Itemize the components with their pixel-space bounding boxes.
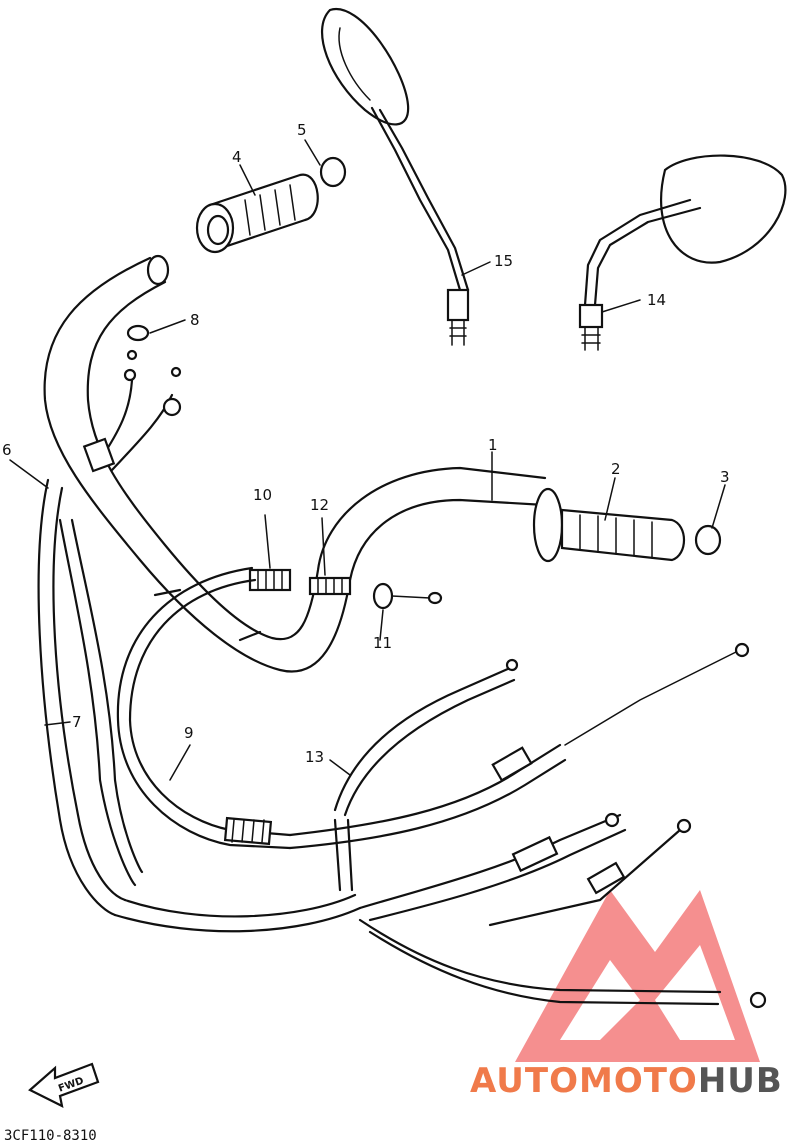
watermark-part-auto: AUTO bbox=[470, 1061, 579, 1101]
right-bar-end bbox=[694, 524, 722, 556]
cable-bundle-right bbox=[288, 642, 767, 1009]
callout-11: 11 bbox=[373, 634, 392, 652]
watermark-text: AUTOMOTOHUB bbox=[470, 1061, 783, 1101]
left-cable-ends bbox=[82, 366, 182, 473]
left-bar-end bbox=[319, 156, 347, 188]
diagram-code: 3CF110-8310 bbox=[4, 1128, 97, 1144]
callout-9: 9 bbox=[184, 724, 194, 742]
watermark-part-moto: MOTO bbox=[579, 1061, 698, 1101]
callout-10: 10 bbox=[253, 486, 272, 504]
callout-12: 12 bbox=[310, 496, 329, 514]
cable-bundle-left bbox=[37, 478, 362, 933]
left-grip bbox=[195, 173, 319, 254]
throttle-cable-9 bbox=[116, 566, 292, 850]
callout-5: 5 bbox=[297, 121, 307, 139]
left-mirror bbox=[321, 7, 470, 346]
callout-14: 14 bbox=[647, 291, 666, 309]
handlebar bbox=[43, 254, 547, 673]
throttle-adjusters bbox=[248, 568, 443, 610]
callout-8: 8 bbox=[190, 311, 200, 329]
callout-7: 7 bbox=[72, 713, 82, 731]
callout-6: 6 bbox=[2, 441, 12, 459]
right-grip bbox=[532, 487, 686, 563]
right-mirror bbox=[578, 154, 787, 351]
callout-13: 13 bbox=[305, 748, 324, 766]
watermark-logo bbox=[515, 890, 760, 1062]
callout-4: 4 bbox=[232, 148, 242, 166]
callout-15: 15 bbox=[494, 252, 513, 270]
clamp-washer bbox=[126, 324, 150, 361]
forward-arrow-icon: FWD bbox=[28, 1062, 100, 1108]
callout-2: 2 bbox=[611, 460, 621, 478]
leader-lines bbox=[9, 139, 726, 781]
watermark-part-hub: HUB bbox=[698, 1061, 783, 1101]
callout-1: 1 bbox=[488, 436, 498, 454]
callout-3: 3 bbox=[720, 468, 730, 486]
